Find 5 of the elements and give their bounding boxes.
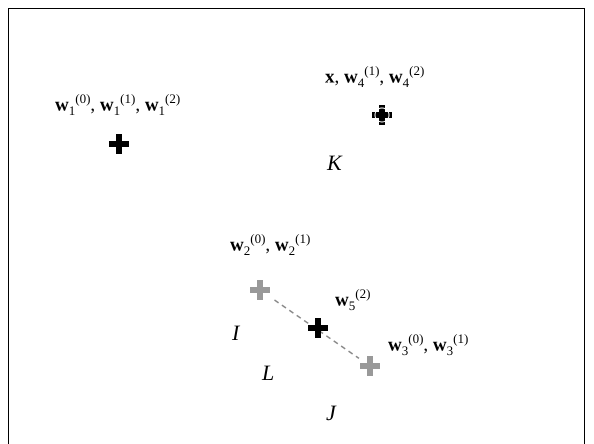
region-label: I bbox=[232, 320, 240, 346]
region-label: J bbox=[326, 400, 336, 426]
region-label: K bbox=[327, 150, 342, 176]
region-label: L bbox=[262, 360, 274, 386]
dashed-line bbox=[274, 299, 360, 360]
